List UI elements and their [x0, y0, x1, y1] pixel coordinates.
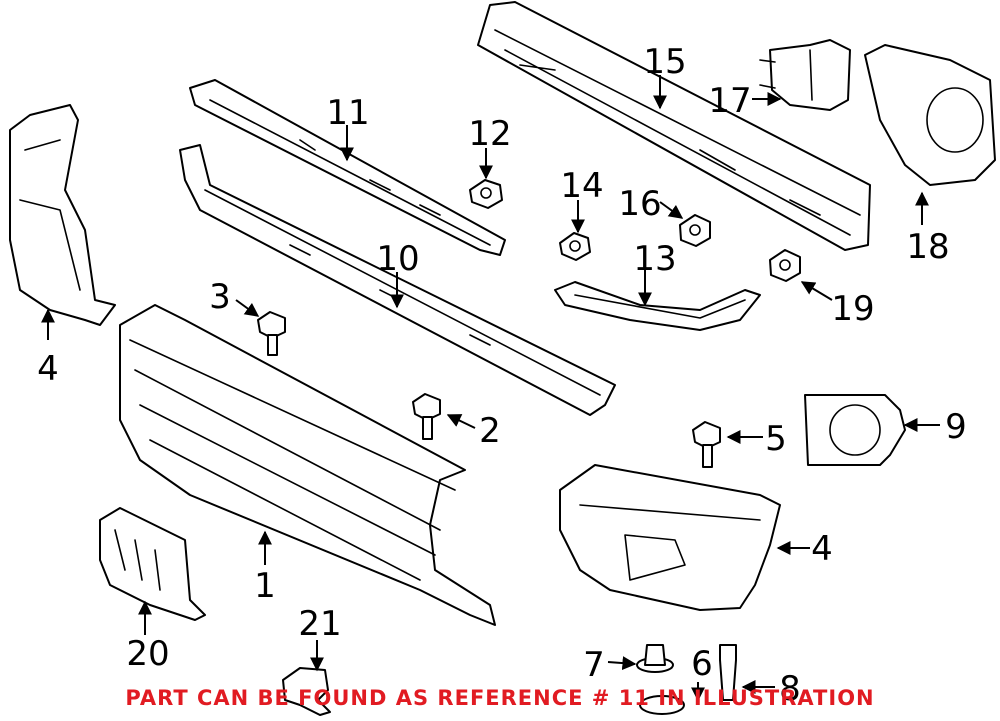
callout-8: 8 — [779, 669, 801, 709]
part-14-nut — [559, 232, 591, 261]
callout-12: 12 — [468, 114, 511, 154]
callout-16: 16 — [618, 184, 661, 224]
callout-11: 11 — [326, 93, 369, 133]
reference-note: PART CAN BE FOUND AS REFERENCE # 11 IN I… — [125, 686, 875, 710]
callout-14: 14 — [560, 166, 603, 206]
part-13-bracket — [554, 281, 761, 331]
part-16-nut — [679, 214, 711, 247]
leader-lines — [41, 75, 940, 702]
callout-1: 1 — [254, 566, 276, 606]
callout-4-right: 4 — [811, 529, 833, 569]
part-8-screw — [719, 644, 737, 701]
callout-13: 13 — [633, 239, 676, 279]
part-18-cover — [864, 44, 996, 186]
callout-15: 15 — [643, 42, 686, 82]
callout-21: 21 — [298, 604, 341, 644]
part-6-washer — [639, 695, 685, 715]
callout-4-left: 4 — [37, 349, 59, 389]
part-2-bolt — [412, 393, 441, 440]
callout-labels: 1 2 3 4 4 5 6 7 8 9 10 11 12 13 14 15 16… — [37, 42, 967, 709]
part-19-nut — [769, 249, 801, 282]
callout-3: 3 — [209, 277, 231, 317]
callout-18: 18 — [906, 227, 949, 267]
callout-17: 17 — [708, 81, 751, 121]
part-9-fog-bezel — [804, 394, 906, 466]
callout-6: 6 — [691, 644, 713, 684]
callout-19: 19 — [831, 289, 874, 329]
part-4-right-end — [559, 464, 781, 611]
callout-9: 9 — [945, 407, 967, 447]
callout-5: 5 — [765, 419, 787, 459]
callout-7: 7 — [583, 645, 605, 685]
part-1-bumper-cover — [119, 304, 496, 626]
part-11-retainer — [189, 79, 506, 256]
part-5-bolt — [692, 421, 721, 468]
part-3-bolt — [257, 311, 286, 356]
callout-2: 2 — [479, 411, 501, 451]
part-12-nut — [469, 179, 503, 209]
part-20-plate-bracket — [99, 507, 206, 621]
callout-20: 20 — [126, 634, 169, 674]
callout-10: 10 — [376, 239, 419, 279]
part-4-left-bracket — [9, 104, 116, 326]
part-7-clip — [636, 644, 674, 673]
part-15-reinforcement — [477, 1, 871, 251]
